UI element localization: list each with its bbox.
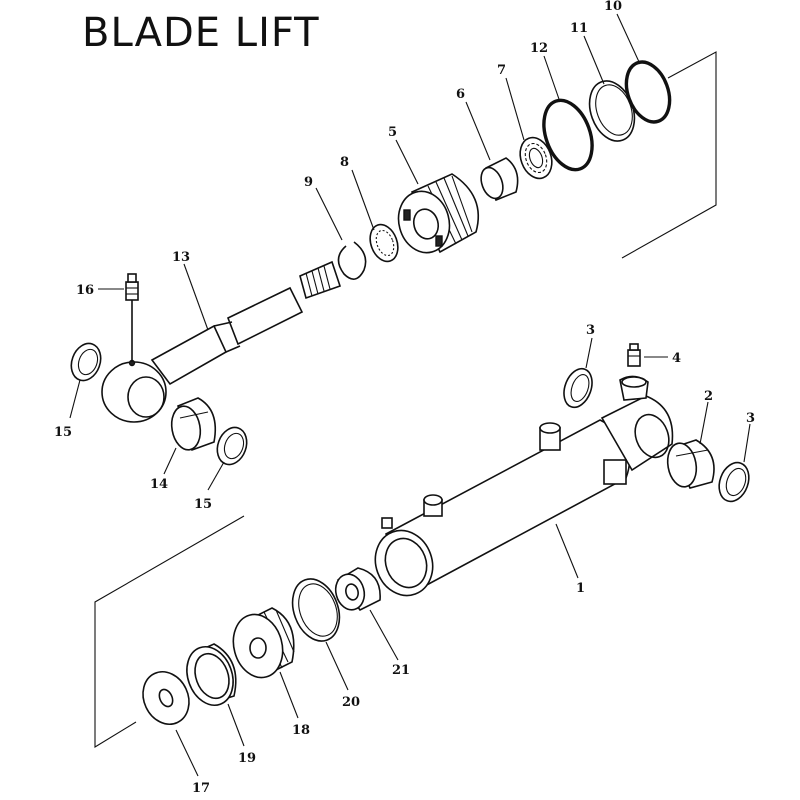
label-part-12: 12 — [530, 41, 548, 56]
part-5-cylinder-head — [397, 173, 480, 254]
label-part-7: 7 — [497, 63, 506, 78]
part-10-o-ring — [624, 60, 672, 124]
label-part-3b: 3 — [746, 411, 755, 426]
label-part-5: 5 — [388, 125, 397, 140]
label-part-20: 20 — [342, 695, 360, 710]
label-part-13: 13 — [172, 250, 190, 265]
part-14-bushing — [170, 397, 217, 452]
label-part-6: 6 — [456, 87, 465, 102]
part-3b-seal — [718, 461, 750, 503]
part-9-snap-ring — [337, 241, 367, 280]
label-part-15b: 15 — [194, 497, 212, 512]
label-part-21: 21 — [392, 663, 410, 678]
label-part-15a: 15 — [54, 425, 72, 440]
label-part-11: 11 — [570, 21, 588, 36]
part-15b-seal — [216, 426, 248, 466]
leader-lines — [69, 13, 751, 777]
label-part-18: 18 — [292, 723, 310, 738]
part-6-bushing — [480, 157, 519, 202]
part-20-wear-ring — [291, 578, 341, 642]
diagram-title: BLADE LIFT — [82, 10, 320, 56]
part-11-backup-ring — [588, 80, 636, 142]
label-part-3a: 3 — [586, 323, 595, 338]
part-21-nut — [334, 567, 381, 612]
part-13-piston-rod — [101, 260, 342, 423]
label-part-4: 4 — [672, 351, 681, 366]
label-part-10: 10 — [604, 0, 622, 14]
part-18-piston — [232, 607, 295, 679]
label-part-2: 2 — [704, 389, 713, 404]
part-7-bearing — [519, 136, 553, 180]
label-part-8: 8 — [340, 155, 349, 170]
label-part-14: 14 — [150, 477, 168, 492]
label-part-19: 19 — [238, 751, 256, 766]
part-labels: 10 11 12 7 6 5 8 9 13 16 15 14 15 3 4 2 … — [54, 0, 755, 796]
part-3a-seal — [563, 367, 593, 409]
label-part-17: 17 — [192, 781, 210, 796]
lower-bracket — [94, 515, 245, 748]
part-15a-seal — [70, 342, 102, 382]
part-16-grease-fitting — [125, 273, 139, 362]
label-part-9: 9 — [304, 175, 313, 190]
label-part-1: 1 — [576, 581, 585, 596]
part-17-washer — [142, 671, 190, 725]
part-4-grease-fitting — [627, 343, 641, 367]
part-12-o-ring — [542, 98, 594, 172]
label-part-16: 16 — [76, 283, 94, 298]
part-19-seal — [186, 643, 237, 706]
part-8-seal — [369, 223, 399, 263]
part-2-bushing — [666, 439, 715, 489]
upper-bracket — [621, 51, 717, 259]
part-1-cylinder-tube — [374, 375, 674, 597]
